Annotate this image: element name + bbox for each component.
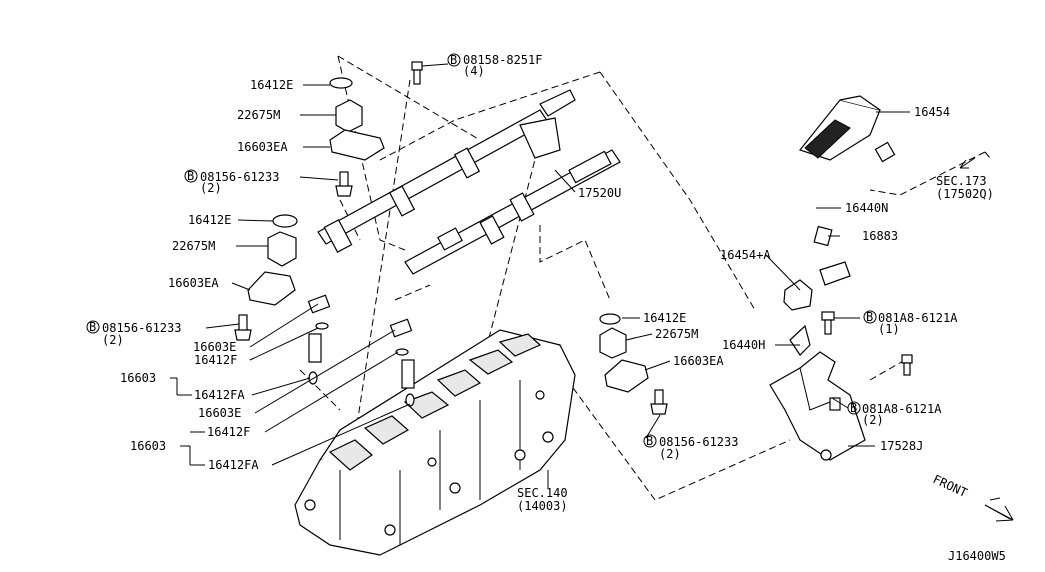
regulator-stack-middle: [234, 214, 298, 341]
connector-16883: [813, 225, 851, 286]
label-14003: (14003): [517, 499, 568, 513]
label-16603E-1: 16603E: [193, 340, 236, 354]
bolt-081A8-upper: [821, 311, 835, 335]
label-16603EA-3: 16603EA: [673, 354, 724, 368]
intake-manifold: [294, 329, 576, 556]
bolt-marker: B: [850, 401, 857, 415]
leader-lines: [170, 63, 910, 488]
label-front: FRONT: [931, 472, 970, 500]
svg-text:081A8-6121A: 081A8-6121A: [878, 311, 958, 325]
sec173-arrow: [959, 157, 976, 169]
joint-16454A: [783, 279, 813, 311]
svg-text:08156-61233: 08156-61233: [659, 435, 738, 449]
bolt-marker: B: [187, 169, 194, 183]
fuel-damper-16454: [798, 95, 881, 161]
label-16412F-1: 16412F: [194, 353, 237, 367]
label-16454: 16454: [914, 105, 950, 119]
front-arrow: [984, 497, 1014, 522]
bracket-17528J: [769, 351, 866, 461]
regulator-stack-right: [599, 313, 668, 415]
label-08158: B 08158-8251F (4): [447, 53, 542, 78]
label-16412FA-1: 16412FA: [194, 388, 245, 402]
label-08156-3: B 08156-61233 (2): [643, 434, 738, 461]
bolt-marker: B: [866, 310, 873, 324]
label-17520U: 17520U: [578, 186, 621, 200]
label-081A8-2: B 081A8-6121A (2): [847, 401, 942, 427]
label-16603-1: 16603: [120, 371, 156, 385]
clip-16440H: [789, 324, 811, 356]
label-16603EA-1: 16603EA: [237, 140, 288, 154]
label-08156-2: B 08156-61233 (2): [86, 320, 181, 347]
label-16412E-2: 16412E: [188, 213, 231, 227]
bolt-marker: B: [89, 320, 96, 334]
label-16454A: 16454+A: [720, 248, 771, 262]
svg-text:08156-61233: 08156-61233: [102, 321, 181, 335]
label-22675M-3: 22675M: [655, 327, 698, 341]
label-16412E-1: 16412E: [250, 78, 293, 92]
label-17502Q: (17502Q): [936, 187, 994, 201]
label-22675M-1: 22675M: [237, 108, 280, 122]
label-08156-1: B 08156-61233 (2): [184, 169, 279, 195]
label-16603-2: 16603: [130, 439, 166, 453]
bolt-marker: B: [646, 434, 653, 448]
label-16412F-2: 16412F: [207, 425, 250, 439]
svg-text:(2): (2): [102, 333, 124, 347]
label-16412E-3: 16412E: [643, 311, 686, 325]
bolt-08158: [411, 61, 423, 85]
label-sec173: SEC.173: [936, 174, 987, 188]
o-ring-16412E-upper: [329, 77, 353, 89]
svg-text:(2): (2): [862, 413, 884, 427]
o-ring-16412E-middle: [272, 214, 298, 228]
bolt-marker: B: [450, 53, 457, 67]
svg-text:(2): (2): [200, 181, 222, 195]
label-16440N: 16440N: [845, 201, 888, 215]
intake-port-3: [403, 391, 450, 419]
diagram-code: J16400W5: [948, 549, 1006, 563]
fuel-rail-lower: [404, 149, 621, 275]
svg-text:(1): (1): [878, 322, 900, 336]
bolt-middle: [238, 314, 248, 332]
svg-text:08158-8251F: 08158-8251F: [463, 53, 542, 67]
regulator-22675M-middle: [267, 231, 297, 267]
callout-labels: 16412E 22675M 16603EA B 08156-61233 (2) …: [86, 53, 1006, 563]
bolt-081A8-lower: [901, 354, 913, 376]
gasket-16603EA-middle: [247, 271, 296, 306]
label-16412FA-2: 16412FA: [208, 458, 259, 472]
label-16603EA-2: 16603EA: [168, 276, 219, 290]
label-16440H: 16440H: [722, 338, 765, 352]
label-16603E-2: 16603E: [198, 406, 241, 420]
label-16883: 16883: [862, 229, 898, 243]
svg-text:081A8-6121A: 081A8-6121A: [862, 402, 942, 416]
regulator-stack-upper: [329, 77, 385, 197]
regulator-22675M-upper: [335, 99, 363, 133]
hose-16440N: [789, 141, 896, 286]
intake-port-6: [498, 333, 542, 357]
label-sec140: SEC.140: [517, 486, 568, 500]
svg-text:(2): (2): [659, 447, 681, 461]
label-081A8-1: B 081A8-6121A (1): [863, 310, 958, 336]
intake-port-2: [363, 415, 410, 445]
label-22675M-2: 22675M: [172, 239, 215, 253]
gasket-16603EA-upper: [329, 129, 385, 161]
fuel-rail-upper: [317, 89, 576, 253]
injector-upper: [307, 294, 331, 385]
svg-text:(4): (4): [463, 64, 485, 78]
svg-text:08156-61233: 08156-61233: [200, 170, 279, 184]
intake-port-4: [436, 369, 482, 397]
guide-lines: [299, 55, 991, 501]
intake-port-5: [468, 349, 514, 375]
intake-port-1: [328, 439, 373, 471]
label-17528J: 17528J: [880, 439, 923, 453]
